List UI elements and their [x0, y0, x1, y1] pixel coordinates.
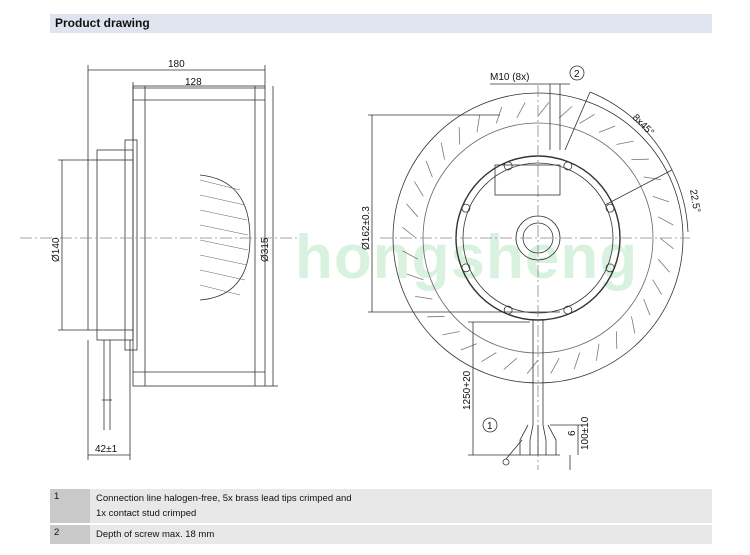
dim-angle-22-5: 22.5° [687, 189, 702, 214]
dim-180: 180 [168, 59, 185, 70]
blade-mark [595, 343, 600, 361]
blade-mark [657, 216, 674, 226]
blade-mark [616, 140, 634, 145]
note-text: Connection line halogen-free, 5x brass l… [96, 493, 352, 504]
blade-mark [406, 273, 424, 281]
blade-mark [659, 237, 674, 250]
blade-mark [460, 343, 478, 351]
dim-strip: 6 [567, 430, 578, 436]
blade-mark [440, 142, 445, 160]
dim-angle-8x45: 8x45° [630, 112, 656, 138]
blade-mark [573, 352, 581, 370]
bolt-hole [461, 203, 471, 213]
dim-m10: M10 (8x) [490, 72, 529, 83]
notes-table: 1 Connection line halogen-free, 5x brass… [50, 489, 712, 546]
section-header: Product drawing [50, 14, 712, 33]
dim-dia-140: Ø140 [51, 237, 62, 262]
note-number: 2 [50, 525, 90, 544]
dim-cable-length: 1250+20 [462, 370, 473, 410]
blade-mark [481, 352, 497, 363]
blade-mark [526, 359, 539, 374]
blade-mark [558, 106, 573, 119]
blade-mark [442, 331, 460, 336]
dim-bolt-circle: Ø162±0.3 [361, 206, 372, 250]
blade-mark [643, 298, 651, 316]
callout-2: 2 [574, 69, 580, 80]
watermark: hongsheng [295, 223, 639, 292]
blade-mark [402, 226, 417, 239]
note-number: 1 [50, 489, 90, 523]
blade-mark [476, 115, 481, 133]
blade-mark [503, 357, 518, 370]
bolt-hole [503, 305, 513, 315]
blade-mark [516, 102, 526, 119]
bolt-hole [461, 263, 471, 273]
side-view [20, 65, 300, 460]
blade-mark [579, 113, 595, 124]
blade-mark [425, 160, 433, 178]
section-title: Product drawing [55, 16, 150, 30]
blade-mark [402, 250, 419, 260]
dim-lead: 100±10 [580, 416, 591, 450]
note-row: 1 Connection line halogen-free, 5x brass… [50, 489, 712, 523]
bolt-hole [503, 161, 513, 171]
blade-mark [652, 195, 670, 203]
bolt-hole [563, 161, 573, 171]
blade-mark [550, 357, 560, 374]
blade-mark [406, 203, 419, 218]
front-view [368, 65, 690, 470]
blade-mark [631, 316, 636, 334]
blade-mark [598, 125, 616, 133]
blade-mark [413, 181, 424, 197]
blade-mark [643, 176, 661, 181]
note-text: Depth of screw max. 18 mm [90, 525, 712, 544]
blade-mark [657, 258, 670, 273]
blade-mark [652, 279, 663, 295]
note-row: 2 Depth of screw max. 18 mm [50, 525, 712, 544]
blade-mark [537, 102, 550, 117]
bolt-hole [563, 305, 573, 315]
dim-dia-315: Ø315 [260, 237, 271, 262]
dim-42: 42±1 [95, 444, 118, 455]
bolt-hole [605, 203, 615, 213]
blade-mark [415, 295, 433, 300]
note-text: 1x contact stud crimped [96, 508, 197, 519]
bolt-hole [605, 263, 615, 273]
dim-128: 128 [185, 77, 202, 88]
callout-1: 1 [487, 421, 493, 432]
